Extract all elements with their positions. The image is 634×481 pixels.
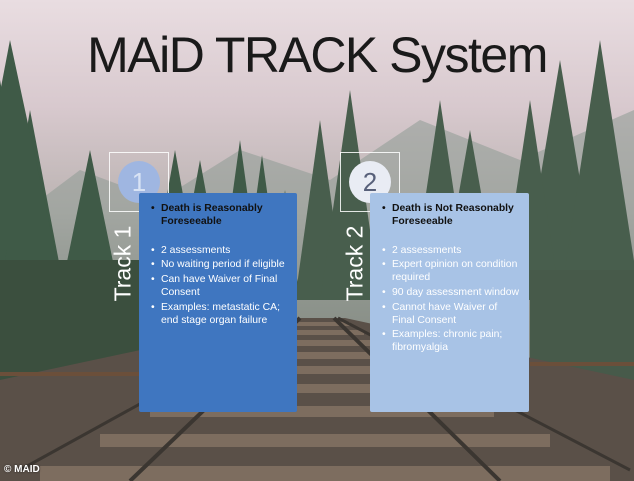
track-2-item: 2 assessments: [382, 245, 521, 258]
track-1-heading: Death is Reasonably Foreseeable: [151, 203, 289, 229]
track-2-list: Death is Not Reasonably Foreseeable 2 as…: [382, 203, 521, 355]
track-2-heading: Death is Not Reasonably Foreseeable: [382, 203, 521, 229]
track-2-item: Examples: chronic pain; fibromyalgia: [382, 329, 521, 355]
track-2-item: Cannot have Waiver of Final Consent: [382, 302, 521, 328]
track-2-item: Expert opinion on condition required: [382, 259, 521, 285]
track-1-item: 2 assessments: [151, 245, 289, 258]
track-2-item: 90 day assessment window: [382, 287, 521, 300]
track-1-item: Can have Waiver of Final Consent: [151, 274, 289, 300]
track-1-label: Track 1: [109, 225, 136, 302]
track-2-panel: Death is Not Reasonably Foreseeable 2 as…: [370, 193, 529, 412]
track-2-label: Track 2: [341, 225, 368, 302]
track-1-list: Death is Reasonably Foreseeable 2 assess…: [151, 203, 289, 328]
slide-title: MAiD TRACK System: [87, 27, 548, 83]
image-credit: © MAID: [4, 464, 40, 475]
track-1-item: No waiting period if eligible: [151, 259, 289, 272]
track-1-panel: Death is Reasonably Foreseeable 2 assess…: [139, 193, 297, 412]
track-1-item: Examples: metastatic CA; end stage organ…: [151, 302, 289, 328]
